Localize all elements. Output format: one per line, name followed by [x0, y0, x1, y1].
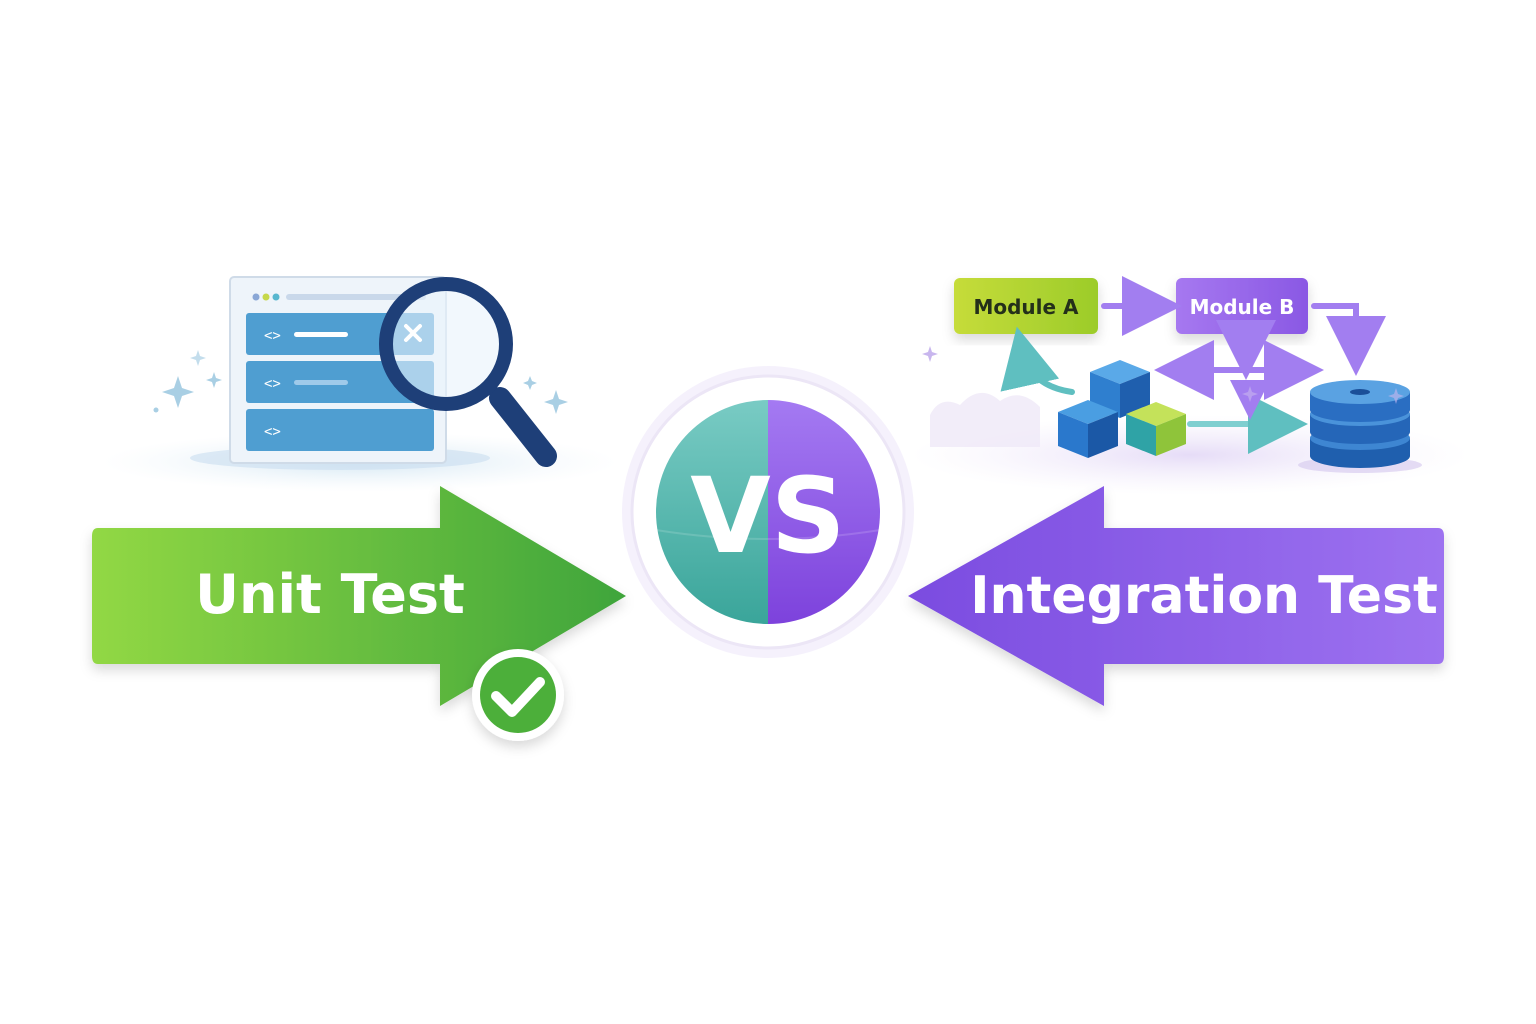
- database-icon: [1298, 380, 1422, 473]
- svg-text:<>: <>: [264, 328, 281, 344]
- module-b-label: Module B: [1190, 295, 1295, 319]
- module-b-box: Module B: [1176, 278, 1308, 334]
- module-a-box: Module A: [954, 278, 1098, 334]
- integration-test-label: Integration Test: [970, 566, 1438, 626]
- integration-test-arrow: Integration Test: [908, 486, 1444, 706]
- vs-badge: VS: [622, 366, 914, 658]
- unit-test-arrow: Unit Test: [92, 486, 626, 706]
- flow-arrow-icon: [1000, 276, 1386, 454]
- cube-stack-icon: [1058, 360, 1186, 458]
- sparkle-icon: [153, 350, 568, 414]
- sparkle-icon: [922, 346, 1404, 404]
- unit-test-illustration: <> <> <>: [102, 276, 618, 492]
- vs-label: VS: [690, 455, 845, 577]
- magnifier-icon: [379, 277, 557, 467]
- svg-text:<>: <>: [264, 424, 281, 440]
- integration-test-illustration: Module A Module B: [910, 276, 1470, 495]
- check-badge-icon: [472, 649, 564, 741]
- svg-text:<>: <>: [264, 376, 281, 392]
- module-a-label: Module A: [973, 295, 1079, 319]
- unit-test-label: Unit Test: [195, 563, 465, 626]
